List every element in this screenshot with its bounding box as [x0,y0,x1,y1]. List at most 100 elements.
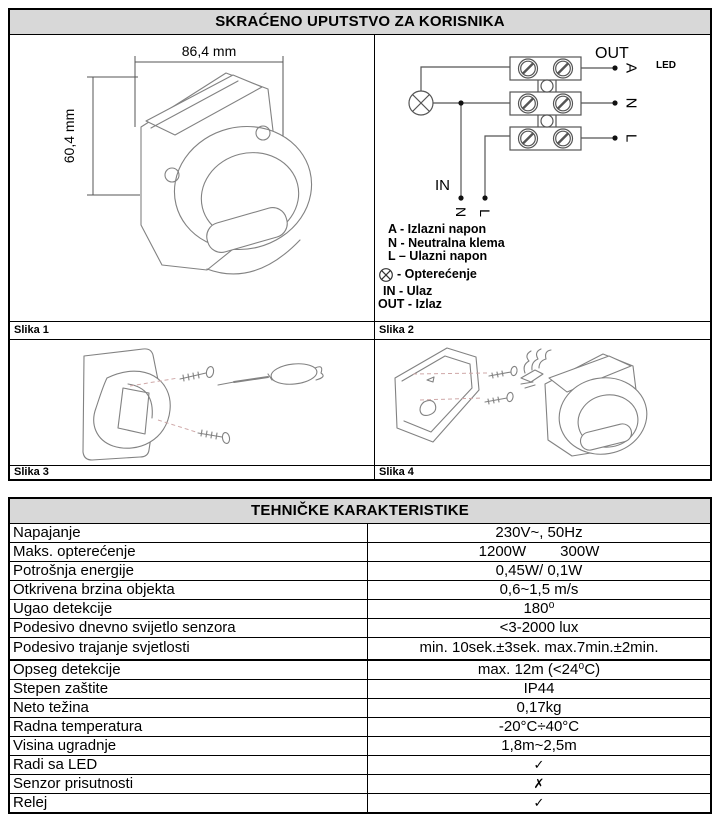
figure-2-caption: Slika 2 [375,322,710,339]
tech-row: Podesivo dnevno svijetlo senzora <3-2000… [10,619,710,638]
lamp-legend-icon [379,267,393,282]
tech-row-value-check: ✓ [533,795,545,810]
a-output-dot [612,65,618,71]
terminal-block-icon [509,56,582,151]
tech-row-label: Podesivo trajanje svjetlosti [10,638,368,659]
tech-row-value-check: ✓ [533,757,545,772]
terminal-a-label: A [623,63,640,73]
tech-row-value-part: 1200W [478,543,527,560]
tech-row: Neto težina 0,17kg [10,699,710,718]
exploded-drawing [394,347,648,457]
tech-row: Senzor prisutnosti ✗ [10,775,710,794]
tech-row-label: Visina ugradnje [10,737,368,755]
page-title: SKRAĆENO UPUTSTVO ZA KORISNIKA [10,10,710,35]
screwdriver-icon [217,363,324,386]
figure-2-cell: OUT LED IN A N L N L A - Izlazni napon N… [375,35,710,321]
tech-row-value: 1,8m~2,5m [501,737,577,754]
tech-row: Radna temperatura -20°C÷40°C [10,718,710,737]
tech-table: TEHNIČKE KARAKTERISTIKE Napajanje 230V~,… [8,497,712,814]
figure-1-caption: Slika 1 [10,322,375,339]
junction-dot [458,100,464,106]
output-wires [581,67,613,139]
sensor-body-sketch [544,353,648,457]
tech-row-value: 0,45W/ 0,1W [495,562,583,579]
figure-3-caption: Slika 3 [10,466,375,479]
wires-sketch [520,348,552,389]
tech-row-label: Napajanje [10,524,368,542]
screw-4-icon [484,391,514,405]
in-label: IN [435,177,450,194]
figure-1-cell: 86,4 mm 60,4 mm [10,35,375,321]
lamp-symbol-icon [408,90,434,116]
caption-row-2: Slika 3 Slika 4 [10,465,710,479]
tech-row-label: Maks. opterećenje [10,543,368,561]
legend-item-out: OUT - Izlaz [378,297,442,311]
width-dimension-lines [134,56,284,138]
tech-row: Podesivo trajanje svjetlosti min. 10sek.… [10,638,710,661]
tech-row: Napajanje 230V~, 50Hz [10,524,710,543]
tech-row-value: <3-2000 lux [499,619,579,636]
tech-row: Relej ✓ [10,794,710,812]
l-input-dot [482,195,488,201]
tech-row-value: 0,6~1,5 m/s [499,581,579,598]
tech-row-label: Ugao detekcije [10,600,368,618]
tech-row-value-part: 300W [560,543,600,560]
tech-row-label: Potrošnja energije [10,562,368,580]
n-output-dot [612,100,618,106]
back-plate-sketch [394,347,480,443]
height-dimension-lines [87,76,140,196]
legend-item-l: L – Ulazni napon [388,249,488,263]
tech-row-label: Podesivo dnevno svijetlo senzora [10,619,368,637]
legend-item-in: IN - Ulaz [383,283,433,298]
tech-row: Ugao detekcije 180⁰ [10,600,710,619]
sensor-sketch [140,72,313,275]
led-label: LED [656,60,676,71]
legend-item-n: N - Neutralna klema [388,235,505,250]
tech-row-label: Stepen zaštite [10,680,368,698]
tech-row-value: 180⁰ [523,600,555,617]
tech-row-value: -20°C÷40°C [498,718,580,735]
input-wires [420,66,510,198]
legend-item-load-text: - Opterećenje [397,266,477,281]
figure-4-caption: Slika 4 [375,466,710,479]
tech-row-value: IP44 [523,680,555,697]
n-input-dot [458,195,464,201]
leader-line-1 [129,377,179,387]
tech-row: Visina ugradnje 1,8m~2,5m [10,737,710,756]
caption-row-1: Slika 1 Slika 2 [10,321,710,339]
wiring-diagram: OUT LED IN A N L N L [408,45,676,217]
tech-row: Radi sa LED ✓ [10,756,710,775]
tech-row-value: 230V~, 50Hz [495,524,583,541]
bottom-n-label: N [453,207,469,217]
tech-row: Otkrivena brzina objekta 0,6~1,5 m/s [10,581,710,600]
l-output-dot [612,135,618,141]
sensor-bracket-sketch [82,348,171,461]
leader-line-3 [412,372,488,375]
tech-row-value-cross: ✗ [533,776,545,791]
tech-row-value: 1200W 300W [368,543,710,561]
wiring-legend: A - Izlazni napon N - Neutralna klema L … [378,222,505,312]
out-label: OUT [595,45,629,62]
screw-3-icon [488,365,518,379]
tech-row-label: Opseg detekcije [10,661,368,679]
screw-1-icon [179,366,215,382]
tech-row: Potrošnja energije 0,45W/ 0,1W [10,562,710,581]
figure-row-1: 86,4 mm 60,4 mm [10,35,710,321]
terminal-l-label: L [623,134,640,142]
legend-item-a: A - Izlazni napon [388,222,487,236]
tech-row-value: 0,17kg [516,699,562,716]
tech-row-label: Radi sa LED [10,756,368,774]
tech-title: TEHNIČKE KARAKTERISTIKE [10,499,710,524]
tech-row: Opseg detekcije max. 12m (<24⁰C) [10,661,710,680]
width-dimension-label: 86,4 mm [182,43,236,59]
tech-row: Maks. opterećenje 1200W 300W [10,543,710,562]
figure-4-cell [375,340,710,465]
screw-terminal-icons [517,58,574,149]
figure-row-2 [10,339,710,465]
tech-row: Stepen zaštite IP44 [10,680,710,699]
tech-row-value: min. 10sek.±3sek. max.7min.±2min. [419,639,659,656]
tech-row-label: Relej [10,794,368,812]
tech-row-label: Neto težina [10,699,368,717]
tech-row-label: Senzor prisutnosti [10,775,368,793]
